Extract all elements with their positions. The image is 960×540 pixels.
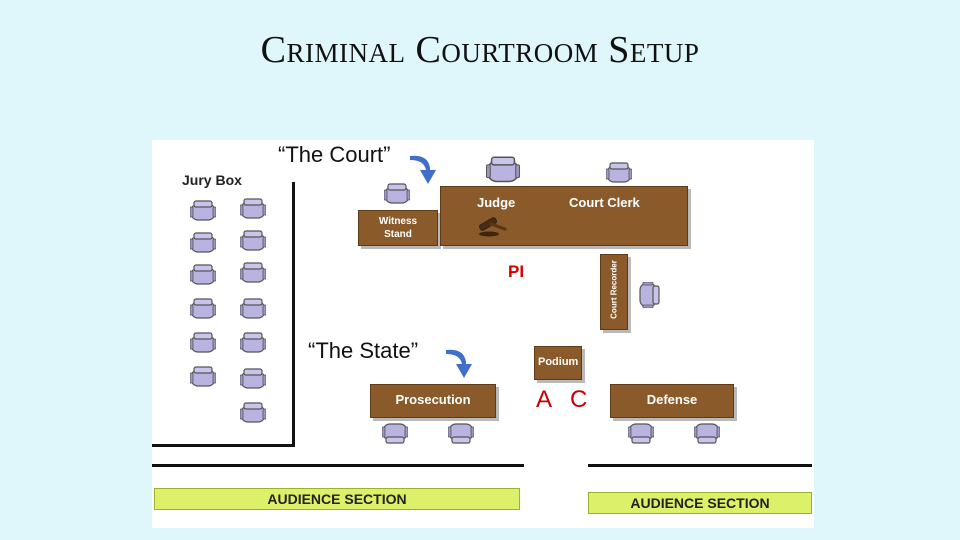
pi-marker: PI — [508, 262, 525, 281]
jury-box-floor-line — [152, 444, 295, 447]
witness-chair-icon — [384, 183, 410, 205]
defense-label: Defense — [646, 392, 698, 407]
audience-section-right: AUDIENCE SECTION — [588, 492, 812, 514]
clerk-chair-icon — [606, 162, 632, 184]
judge-label: Judge — [477, 195, 516, 210]
witness-stand-label-2: Stand — [384, 229, 412, 240]
marker-c: C — [570, 386, 588, 413]
prosecution-chair-icon — [448, 422, 474, 444]
bar-rail-left — [152, 464, 524, 467]
jury-chair-icon — [190, 298, 216, 320]
podium: Podium — [534, 346, 582, 380]
judge-chair-icon — [486, 156, 520, 184]
marker-a: A — [536, 386, 553, 413]
jury-chair-icon — [240, 298, 266, 320]
jury-chair-icon — [240, 402, 266, 424]
prosecution-chair-icon — [382, 422, 408, 444]
defense-table: Defense — [610, 384, 734, 418]
court-recorder-desk: Court Recorder — [600, 254, 628, 330]
judge-bench: Judge Court Clerk — [440, 186, 688, 246]
jury-chair-icon — [190, 232, 216, 254]
witness-stand: Witness Stand — [358, 210, 438, 246]
jury-chair-icon — [190, 264, 216, 286]
jury-chair-icon — [190, 200, 216, 222]
jury-chair-icon — [240, 198, 266, 220]
the-state-callout: “The State” — [308, 338, 419, 363]
page-title: Criminal Courtroom Setup — [260, 29, 700, 71]
court-arrow-icon — [410, 155, 436, 184]
jury-chair-icon — [240, 230, 266, 252]
jury-box-wall — [292, 182, 295, 446]
jury-chair-icon — [190, 332, 216, 354]
prosecution-label: Prosecution — [395, 392, 471, 407]
witness-stand-label-1: Witness — [378, 216, 418, 227]
state-arrow-icon — [446, 349, 472, 378]
podium-label: Podium — [538, 356, 579, 368]
bar-rail-right — [588, 464, 812, 467]
jury-box-label: Jury Box — [182, 172, 242, 188]
court-clerk-label: Court Clerk — [569, 195, 640, 210]
defense-chair-icon — [628, 422, 654, 444]
jury-chair-icon — [240, 368, 266, 390]
jury-chair-icon — [240, 332, 266, 354]
the-court-callout: “The Court” — [278, 142, 391, 167]
defense-chair-icon — [694, 422, 720, 444]
jury-chair-icon — [190, 366, 216, 388]
prosecution-table: Prosecution — [370, 384, 496, 418]
audience-section-left: AUDIENCE SECTION — [154, 488, 520, 510]
court-recorder-label: Court Recorder — [609, 260, 619, 319]
gavel-icon — [479, 217, 507, 237]
recorder-chair-icon — [638, 282, 660, 308]
jury-chair-icon — [240, 262, 266, 284]
